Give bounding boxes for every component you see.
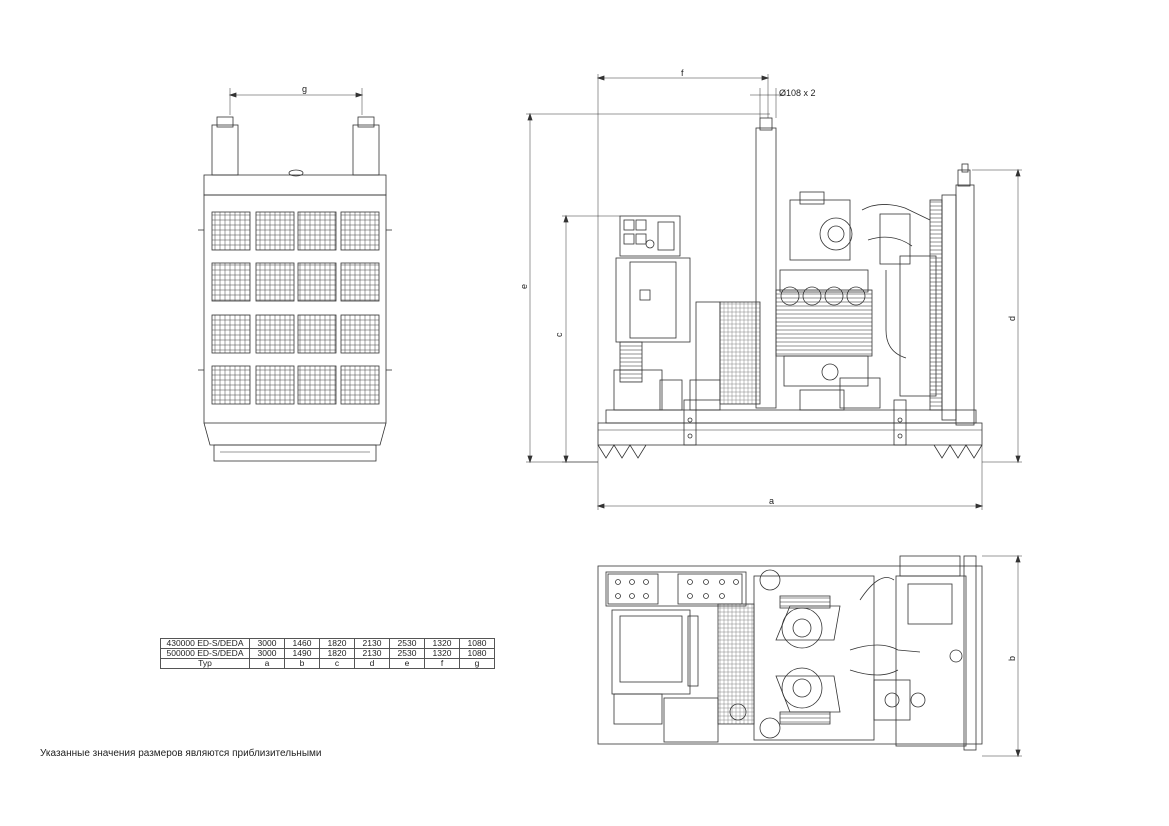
- table-header-f: f: [424, 658, 460, 669]
- approximate-dimensions-note: Указанные значения размеров являются при…: [40, 748, 322, 759]
- dim-label-f: f: [681, 68, 684, 78]
- table-row: 430000 ED-S/DEDA 3000 1460 1820 2130 253…: [160, 638, 495, 649]
- table-cell: 1820: [319, 648, 355, 659]
- table-cell: 1460: [284, 638, 320, 649]
- table-cell: 1080: [459, 638, 495, 649]
- dim-label-e: e: [519, 284, 529, 289]
- table-cell: 1490: [284, 648, 320, 659]
- table-header-d: d: [354, 658, 390, 669]
- table-header-c: c: [319, 658, 355, 669]
- table-cell: 1320: [424, 648, 460, 659]
- dim-label-exhaust: Ø108 x 2: [779, 88, 816, 98]
- side-view: [526, 74, 1022, 510]
- table-cell: 2130: [354, 638, 390, 649]
- radiator-grille: [211, 211, 380, 405]
- dim-label-b: b: [1007, 656, 1017, 661]
- table-cell-model: 430000 ED-S/DEDA: [160, 638, 250, 649]
- table-cell: 2530: [389, 648, 425, 659]
- front-view: [198, 88, 392, 462]
- table-header-a: a: [249, 658, 285, 669]
- dim-label-a: a: [769, 496, 774, 506]
- table-cell: 2130: [354, 648, 390, 659]
- table-header-typ: Typ: [160, 658, 250, 669]
- table-cell-model: 500000 ED-S/DEDA: [160, 648, 250, 659]
- dim-label-c: c: [554, 332, 564, 337]
- table-header-e: e: [389, 658, 425, 669]
- top-view: [597, 554, 1022, 758]
- table-header-b: b: [284, 658, 320, 669]
- table-cell: 1820: [319, 638, 355, 649]
- dim-label-g: g: [302, 84, 307, 94]
- table-row: 500000 ED-S/DEDA 3000 1490 1820 2130 253…: [160, 648, 495, 659]
- dim-label-d: d: [1007, 316, 1017, 321]
- dimension-table: 430000 ED-S/DEDA 3000 1460 1820 2130 253…: [160, 638, 495, 669]
- table-cell: 3000: [249, 638, 285, 649]
- table-cell: 2530: [389, 638, 425, 649]
- table-header-g: g: [459, 658, 495, 669]
- table-header-row: Typ a b c d e f g: [160, 658, 495, 669]
- table-cell: 1080: [459, 648, 495, 659]
- table-cell: 1320: [424, 638, 460, 649]
- table-cell: 3000: [249, 648, 285, 659]
